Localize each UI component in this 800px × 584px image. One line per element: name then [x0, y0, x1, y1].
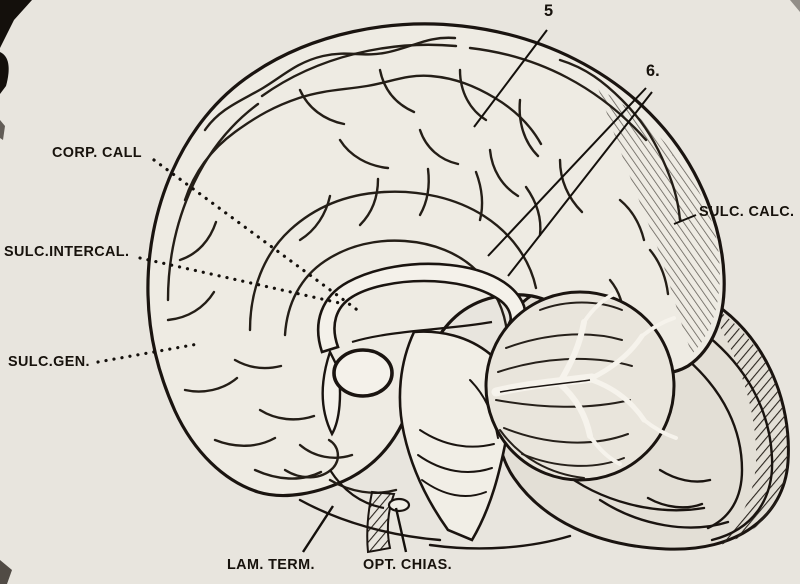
leader-5	[473, 29, 548, 128]
corpus-callosum	[316, 262, 527, 437]
cerebrum	[146, 22, 726, 498]
leader-6a	[487, 87, 647, 257]
label-lam-term: LAM. TERM.	[227, 556, 315, 573]
fornix-line	[351, 320, 493, 344]
leader-lam-term	[301, 505, 335, 553]
label-corp-call: CORP. CALL	[52, 144, 142, 161]
label-opt-chias: OPT. CHIAS.	[363, 556, 453, 573]
arbor-vitae	[491, 292, 678, 466]
leader-sulc-gen	[96, 342, 200, 364]
label-sulc-gen: SULC.GEN.	[8, 353, 90, 370]
brainstem	[298, 330, 572, 554]
gyri-texture	[166, 36, 682, 494]
optic-chiasm-shape	[387, 497, 411, 513]
label-sulc-intercal: SULC.INTERCAL.	[4, 243, 130, 260]
cerebellum	[484, 290, 678, 482]
leader-6b	[507, 91, 653, 277]
leader-lines	[96, 29, 697, 553]
occipital-shading	[598, 88, 720, 354]
leader-opt-chias	[394, 507, 408, 553]
leader-sulc-calc	[673, 214, 697, 225]
label-5: 5	[544, 1, 554, 20]
thalamus-ring	[332, 348, 394, 398]
leader-sulc-intercal	[138, 256, 346, 306]
label-6: 6.	[646, 61, 660, 80]
leader-corp-call	[152, 158, 362, 314]
label-sulc-calc: SULC. CALC.	[699, 203, 795, 220]
